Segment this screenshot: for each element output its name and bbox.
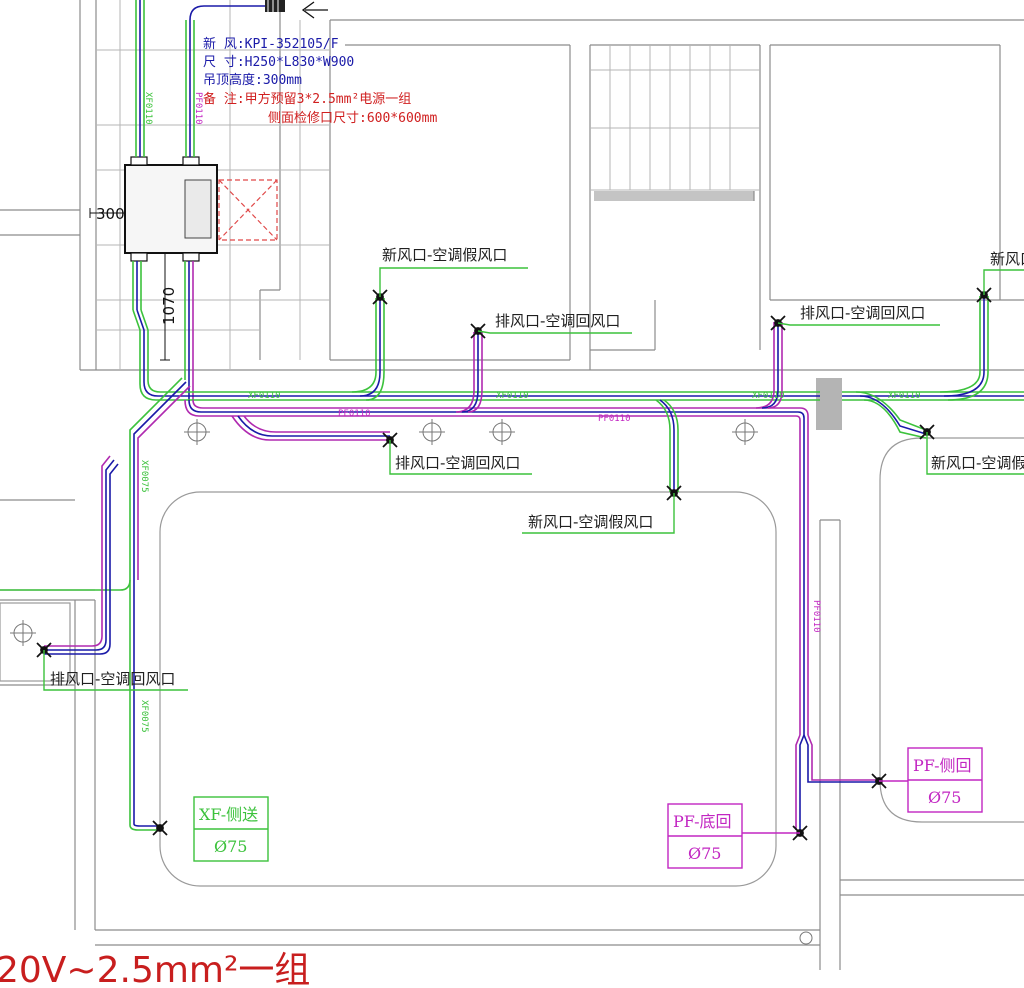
tag-size: Ø75 — [928, 788, 961, 807]
ledge-block — [594, 191, 754, 201]
dimension-lines — [89, 208, 170, 361]
spec-unit-model: 新 风:KPI-352105/F — [203, 36, 339, 52]
dim-width: 300 — [96, 205, 125, 223]
vent-label-4: 新风口 — [990, 250, 1024, 268]
duct-label: PF0110 — [811, 600, 821, 633]
leader-lines — [43, 267, 1024, 834]
duct-label: XF0110 — [496, 391, 529, 401]
vent-label-5: 排风口-空调回风口 — [395, 454, 520, 472]
tag-name: XF-侧送 — [199, 805, 258, 824]
spec-note-power: 备 注:甲方预留3*2.5mm²电源一组 — [203, 91, 411, 107]
vent-label-7: 新风口-空调假 — [931, 454, 1024, 472]
duct-label: XF0110 — [248, 391, 281, 401]
vent-label-6: 新风口-空调假风口 — [528, 513, 653, 531]
tag-name: PF-侧回 — [913, 756, 972, 775]
duct-label: XF0075 — [139, 460, 149, 493]
vent-label-8: 排风口-空调回风口 — [50, 670, 175, 688]
tag-xf-side: XF-侧送 Ø75 — [193, 796, 269, 862]
spec-dimensions: 尺 寸:H250*L830*W900 — [203, 55, 354, 70]
spec-note-access: 侧面检修口尺寸:600*600mm — [268, 111, 437, 126]
duct-label: XF0075 — [139, 700, 149, 733]
dim-height: 1070 — [160, 287, 178, 325]
vent-markers — [36, 287, 992, 841]
room-outline-left — [0, 602, 71, 682]
tag-size: Ø75 — [688, 844, 721, 863]
room-outline-main — [159, 491, 777, 887]
outdoor-louver-icon — [265, 0, 328, 19]
vent-label-1: 新风口-空调假风口 — [382, 246, 507, 264]
tag-pf-bottom: PF-底回 Ø75 — [667, 803, 743, 869]
fresh-air-unit — [124, 156, 218, 262]
footer-power-note: 20V~2.5mm²一组 — [0, 950, 310, 988]
access-panel — [218, 179, 278, 241]
column-block — [816, 378, 842, 430]
duct-network — [0, 0, 1024, 832]
vent-label-2: 排风口-空调回风口 — [495, 312, 620, 330]
duct-label: PF0110 — [338, 409, 371, 419]
ceiling-light-icons — [10, 419, 813, 945]
duct-label: PF0110 — [598, 414, 631, 424]
duct-label: XF0110 — [143, 92, 153, 125]
tag-pf-side: PF-侧回 Ø75 — [907, 747, 983, 813]
ceiling-tile-grid — [96, 0, 760, 370]
vent-marker — [152, 820, 168, 836]
spec-ceiling-height: 吊顶高度:300mm — [203, 72, 302, 88]
duct-label: XF0110 — [888, 391, 921, 401]
duct-label: XF0110 — [752, 391, 785, 401]
vent-label-3: 排风口-空调回风口 — [800, 304, 925, 322]
tag-name: PF-底回 — [673, 812, 732, 831]
room-outline-right — [879, 437, 1024, 823]
duct-label: PF0110 — [193, 92, 203, 125]
tag-size: Ø75 — [214, 837, 247, 856]
